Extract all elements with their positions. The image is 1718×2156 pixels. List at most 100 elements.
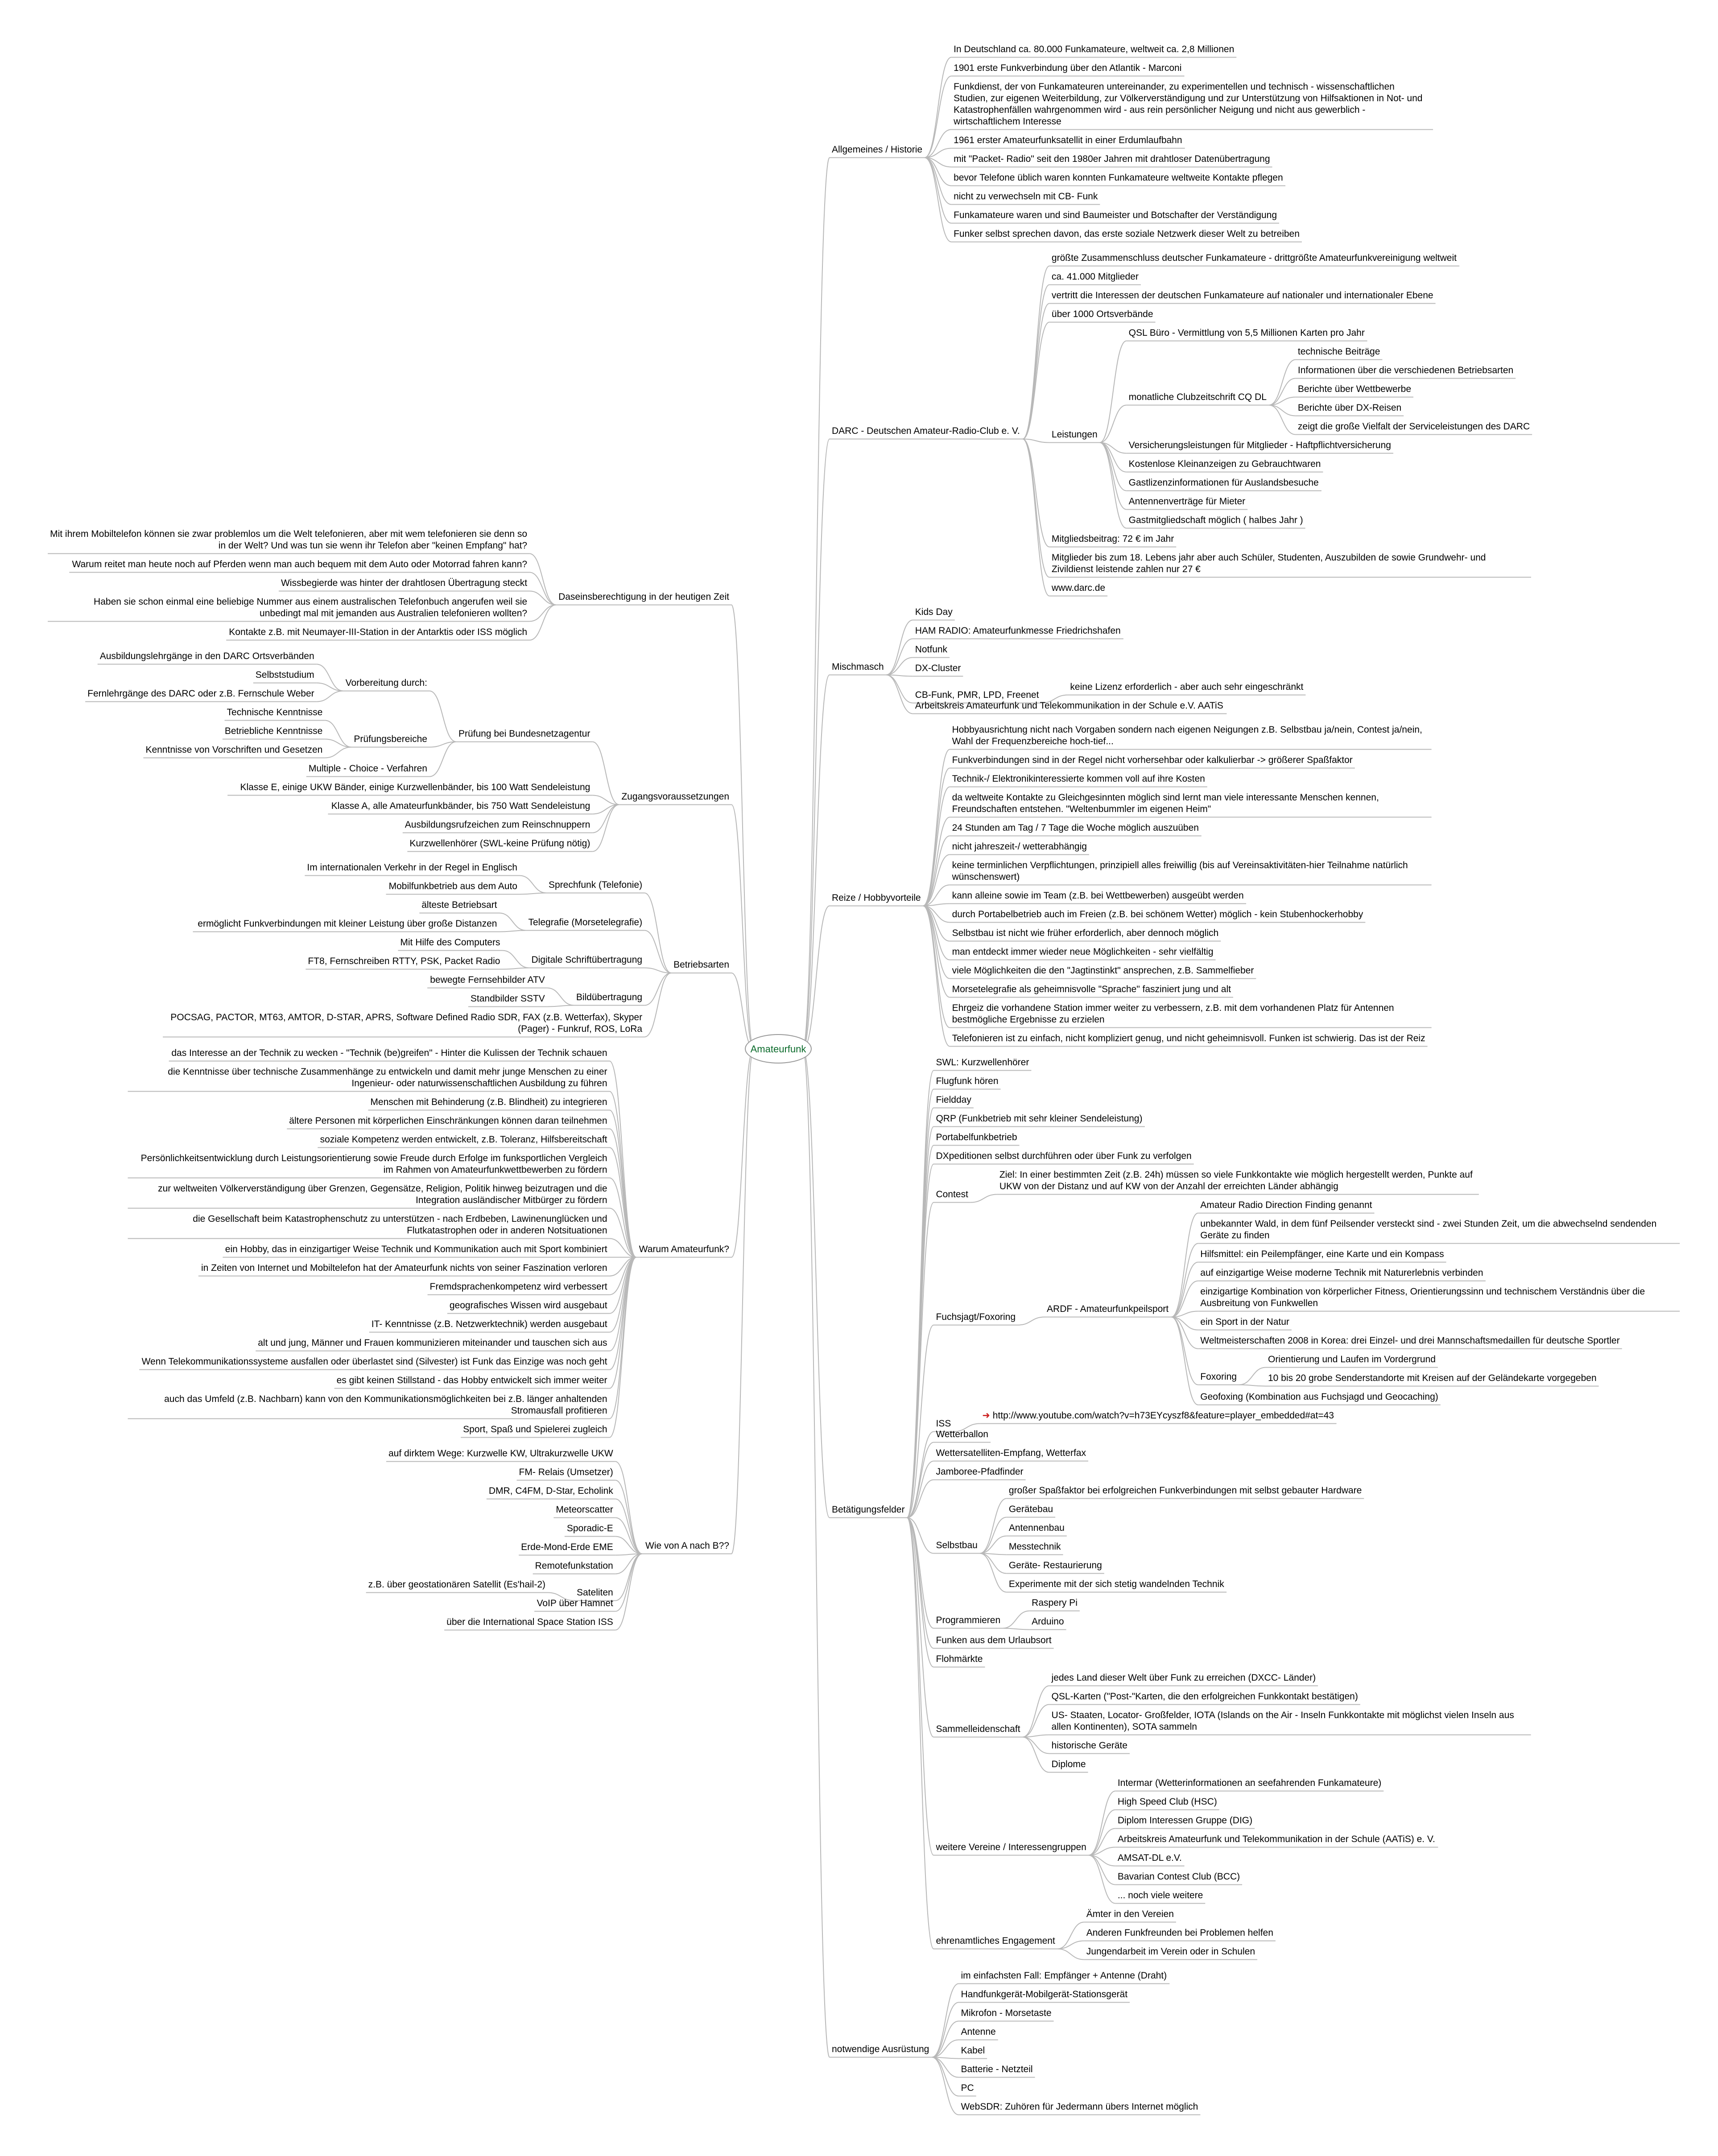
topic-l3[interactable]: Betriebsarten [671, 957, 731, 973]
topic-r5-13-6[interactable]: Experimente mit der sich stetig wandelnd… [1007, 1576, 1227, 1592]
topic-r5-8-1-8-2[interactable]: 10 bis 20 grobe Senderstandorte mit Krei… [1266, 1370, 1599, 1386]
topic-l5-1[interactable]: auf dirktem Wege: Kurzwelle KW, Ultrakur… [386, 1446, 615, 1462]
topic-r5-8-1-9[interactable]: Geofoxing (Kombination aus Fuchsjagd und… [1198, 1389, 1440, 1405]
topic-l5-4[interactable]: Meteorscatter [553, 1502, 615, 1518]
topic-r6-5[interactable]: Kabel [958, 2043, 987, 2059]
topic-r5-19-1[interactable]: Ämter in den Vereien [1084, 1906, 1176, 1922]
topic-l2-1-2-3[interactable]: Kenntnisse von Vorschriften und Gesetzen [143, 742, 325, 758]
topic-l4-8[interactable]: die Gesellschaft beim Katastrophenschutz… [128, 1211, 610, 1239]
topic-l2-1-1-1[interactable]: Ausbildungslehrgänge in den DARC Ortsver… [98, 648, 317, 664]
topic-r5-17-2[interactable]: QSL-Karten ("Post-"Karten, die den erfol… [1049, 1689, 1360, 1705]
topic-l3-2-2[interactable]: ermöglicht Funkverbindungen mit kleiner … [193, 916, 499, 932]
topic-r5-8-1-2[interactable]: unbekannter Wald, in dem fünf Peilsender… [1198, 1216, 1680, 1244]
topic-r2-5-2-1[interactable]: technische Beiträge [1296, 344, 1382, 360]
topic-l2-1-1-2[interactable]: Selbststudium [253, 667, 317, 683]
topic-r4-11[interactable]: man entdeckt immer wieder neue Möglichke… [950, 944, 1216, 960]
topic-r5-3[interactable]: Fieldday [933, 1092, 973, 1108]
topic-r1-6[interactable]: bevor Telefone üblich waren konnten Funk… [951, 170, 1285, 186]
topic-r5-9[interactable]: ISS [933, 1416, 953, 1432]
topic-l2-1-2-2[interactable]: Betriebliche Kenntnisse [223, 723, 325, 739]
topic-r2-5-7[interactable]: Gastmitgliedschaft möglich ( halbes Jahr… [1127, 512, 1305, 528]
topic-l4-9[interactable]: ein Hobby, das in einzigartiger Weise Te… [223, 1241, 609, 1257]
topic-r2-5-2-2[interactable]: Informationen über die verschiedenen Bet… [1296, 363, 1516, 379]
topic-r5-18-6[interactable]: Bavarian Contest Club (BCC) [1115, 1869, 1242, 1885]
topic-l4[interactable]: Warum Amateurfunk? [636, 1241, 731, 1257]
topic-r4-2[interactable]: Funkverbindungen sind in der Regel nicht… [950, 752, 1355, 768]
topic-r5-18-4[interactable]: Arbeitskreis Amateurfunk und Telekommuni… [1115, 1831, 1438, 1847]
topic-r2-5-2-5[interactable]: zeigt die große Vielfalt der Serviceleis… [1296, 419, 1532, 435]
topic-r2-5-5[interactable]: Gastlizenzinformationen für Auslandsbesu… [1127, 475, 1322, 491]
topic-r5-8-1-6[interactable]: ein Sport in der Natur [1198, 1314, 1292, 1330]
topic-r4-3[interactable]: Technik-/ Elektronikinteressierte kommen… [950, 771, 1207, 787]
topic-r4-6[interactable]: nicht jahreszeit-/ wetterabhängig [950, 839, 1089, 855]
topic-r5-9-1[interactable]: ➜ http://www.youtube.com/watch?v=h73EYcy… [980, 1408, 1336, 1424]
topic-l4-4[interactable]: ältere Personen mit körperlichen Einschr… [287, 1113, 609, 1129]
topic-l5-8-1[interactable]: z.B. über geostationären Satellit (Es'ha… [366, 1577, 548, 1593]
topic-r5-10[interactable]: Wetterballon [933, 1426, 991, 1443]
topic-r3[interactable]: Mischmasch [830, 659, 886, 675]
topic-r5-18-2[interactable]: High Speed Club (HSC) [1115, 1794, 1219, 1810]
topic-l3-4[interactable]: Bildübertragung [574, 989, 644, 1006]
topic-r2-3[interactable]: vertritt die Interessen der deutschen Fu… [1049, 288, 1436, 304]
topic-r5-7[interactable]: Contest [933, 1187, 970, 1203]
topic-l5-2[interactable]: FM- Relais (Umsetzer) [517, 1464, 615, 1480]
topic-r4[interactable]: Reize / Hobbyvorteile [830, 890, 923, 906]
topic-r4-9[interactable]: durch Portabelbetrieb auch im Freien (z.… [950, 907, 1366, 923]
topic-r3-2[interactable]: HAM RADIO: Amateurfunkmesse Friedrichsha… [913, 623, 1123, 639]
topic-r5-18-7[interactable]: ... noch viele weitere [1115, 1888, 1205, 1904]
topic-r5-13-3[interactable]: Antennenbau [1007, 1520, 1067, 1536]
topic-r3-5-1[interactable]: keine Lizenz erforderlich - aber auch se… [1068, 679, 1305, 695]
topic-r5-12[interactable]: Jamboree-Pfadfinder [933, 1464, 1025, 1480]
topic-r5-8-1-8[interactable]: Foxoring [1198, 1369, 1239, 1385]
topic-l5-6[interactable]: Erde-Mond-Erde EME [519, 1539, 615, 1555]
topic-r4-12[interactable]: viele Möglichkeiten die den "Jagtinstink… [950, 963, 1256, 979]
topic-l5[interactable]: Wie von A nach B?? [642, 1538, 731, 1554]
topic-r6-1[interactable]: im einfachsten Fall: Empfänger + Antenne… [958, 1968, 1169, 1984]
topic-r5-19-2[interactable]: Anderen Funkfreunden bei Problemen helfe… [1084, 1925, 1276, 1941]
topic-r4-8[interactable]: kann alleine sowie im Team (z.B. bei Wet… [950, 888, 1246, 904]
topic-l1-1[interactable]: Mit ihrem Mobiltelefon können sie zwar p… [48, 526, 529, 554]
topic-r5-11[interactable]: Wettersatelliten-Empfang, Wetterfax [933, 1445, 1088, 1461]
topic-l3-2-1[interactable]: älteste Betriebsart [419, 897, 499, 913]
topic-l4-2[interactable]: die Kenntnisse über technische Zusammenh… [128, 1064, 610, 1092]
topic-r1-9[interactable]: Funker selbst sprechen davon, das erste … [951, 226, 1302, 242]
topic-r5-18-1[interactable]: Intermar (Wetterinformationen an seefahr… [1115, 1775, 1383, 1791]
topic-r3-4[interactable]: DX-Cluster [913, 660, 963, 676]
topic-r6-8[interactable]: WebSDR: Zuhören für Jedermann übers Inte… [958, 2099, 1200, 2115]
topic-l5-5[interactable]: Sporadic-E [565, 1521, 615, 1537]
topic-r1-4[interactable]: 1961 erster Amateurfunksatellit in einer… [951, 132, 1185, 148]
topic-r5-18-3[interactable]: Diplom Interessen Gruppe (DIG) [1115, 1813, 1255, 1829]
topic-l1-5[interactable]: Kontakte z.B. mit Neumayer-III-Station i… [226, 624, 529, 640]
topic-r1[interactable]: Allgemeines / Historie [830, 142, 925, 158]
topic-l2-4[interactable]: Ausbildungsrufzeichen zum Reinschnuppern [403, 817, 593, 833]
topic-l4-5[interactable]: soziale Kompetenz werden entwickelt, z.B… [318, 1132, 609, 1148]
topic-l3-1-1[interactable]: Im internationalen Verkehr in der Regel … [305, 860, 520, 876]
topic-r5-14-2[interactable]: Arduino [1029, 1614, 1066, 1630]
topic-r2-5-4[interactable]: Kostenlose Kleinanzeigen zu Gebrauchtwar… [1127, 456, 1323, 472]
topic-l2-5[interactable]: Kurzwellenhörer (SWL-keine Prüfung nötig… [407, 836, 592, 852]
topic-l2-1-2[interactable]: Prüfungsbereiche [351, 731, 430, 747]
topic-l2-1-3[interactable]: Multiple - Choice - Verfahren [306, 761, 430, 777]
topic-r1-8[interactable]: Funkamateure waren und sind Baumeister u… [951, 207, 1279, 223]
topic-l2[interactable]: Zugangsvoraussetzungen [619, 789, 731, 805]
topic-l4-13[interactable]: IT- Kenntnisse (z.B. Netzwerktechnik) we… [369, 1316, 610, 1332]
topic-r5-4[interactable]: QRP (Funkbetrieb mit sehr kleiner Sendel… [933, 1111, 1144, 1127]
topic-l4-7[interactable]: zur weltweiten Völkerverständigung über … [128, 1181, 610, 1208]
topic-r5-17-5[interactable]: Diplome [1049, 1756, 1088, 1773]
topic-r6-3[interactable]: Mikrofon - Morsetaste [958, 2005, 1053, 2021]
topic-r5-8[interactable]: Fuchsjagt/Foxoring [933, 1309, 1018, 1325]
topic-r5-6[interactable]: DXpeditionen selbst durchführen oder übe… [933, 1148, 1194, 1164]
topic-r2-8[interactable]: www.darc.de [1049, 580, 1107, 596]
topic-r4-1[interactable]: Hobbyausrichtung nicht nach Vorgaben son… [950, 722, 1432, 750]
topic-l3-5[interactable]: POCSAG, PACTOR, MT63, AMTOR, D-STAR, APR… [163, 1010, 644, 1037]
topic-r6-4[interactable]: Antenne [958, 2024, 998, 2040]
topic-r4-10[interactable]: Selbstbau ist nicht wie früher erforderl… [950, 925, 1221, 941]
topic-r4-13[interactable]: Morsetelegrafie als geheimnisvolle "Spra… [950, 981, 1233, 998]
topic-l1-3[interactable]: Wissbegierde was hinter der drahtlosen Ü… [279, 575, 529, 591]
topic-r4-4[interactable]: da weltweite Kontakte zu Gleichgesinnten… [950, 790, 1432, 817]
topic-l1-4[interactable]: Haben sie schon einmal eine beliebige Nu… [48, 594, 529, 622]
topic-r5-8-1-4[interactable]: auf einzigartige Weise moderne Technik m… [1198, 1265, 1486, 1281]
topic-r6[interactable]: notwendige Ausrüstung [830, 2041, 932, 2057]
topic-r3-6[interactable]: Arbeitskreis Amateurfunk und Telekommuni… [913, 698, 1227, 714]
topic-r5-13-2[interactable]: Gerätebau [1007, 1501, 1055, 1517]
